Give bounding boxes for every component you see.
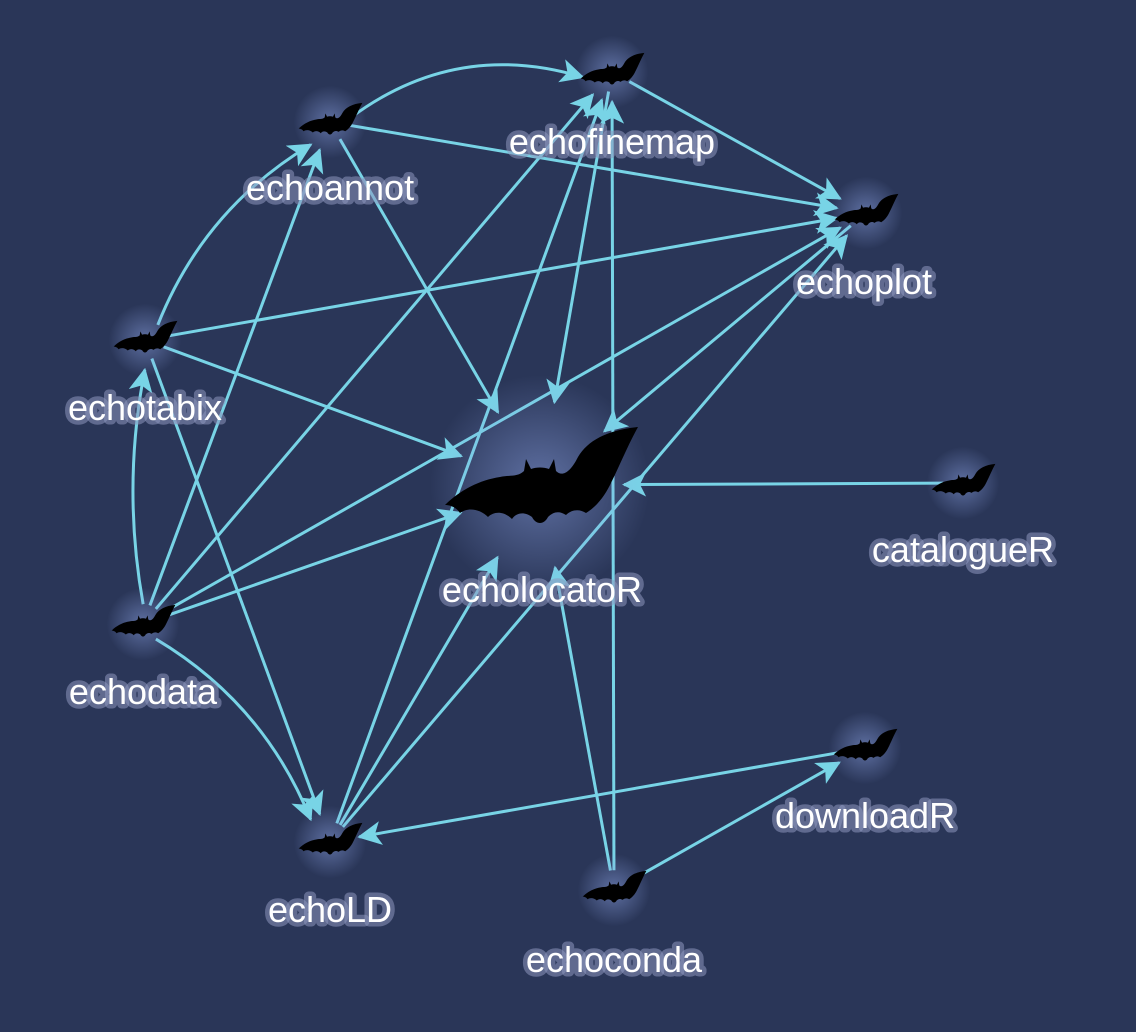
node-label-downloadR: downloadR [775,795,955,836]
node-echoconda[interactable]: echoconda [521,853,708,985]
node-label-echoconda: echoconda [526,939,703,980]
edge-echoannot-to-echofinemap [348,59,585,120]
edge-echoconda-to-echolocatoR [547,565,612,871]
edge-echofinemap-to-echolocatoR [546,91,611,405]
node-label-echotabix: echotabix [68,387,222,428]
node-echolocatoR[interactable]: echolocatoR [430,375,650,615]
edge-echodata-to-echoLD [155,637,314,822]
edge-echodata-to-echotabix [128,367,153,605]
node-echoannot[interactable]: echoannot [241,85,419,213]
node-label-echoannot: echoannot [246,167,414,208]
nodes-layer: echolocatoR echoannot echofinemap echoplot e… [63,35,1059,985]
edge-echoconda-to-downloadR [630,761,841,882]
node-echoLD[interactable]: echoLD [263,805,397,935]
node-label-echodata: echodata [69,671,218,712]
edge-downloadR-to-echoLD [357,749,846,845]
edge-echodata-to-echoannot [148,147,324,606]
node-label-echoplot: echoplot [796,261,932,302]
edge-catalogueR-to-echolocatoR [621,472,944,497]
edge-echotabix-to-echolocatoR [163,345,464,460]
edge-echoLD-to-echolocatoR [338,555,499,826]
node-label-catalogueR: catalogueR [872,529,1054,570]
node-downloadR[interactable]: downloadR [770,711,960,841]
edge-echodata-to-echofinemap [154,93,595,610]
edge-echotabix-to-echoannot [156,143,313,326]
edge-echoannot-to-echoplot [349,123,839,217]
node-label-echofinemap: echofinemap [509,121,715,162]
node-echodata[interactable]: echodata [64,587,223,717]
node-label-echolocatoR: echolocatoR [442,569,642,610]
edge-echoplot-to-echolocatoR [602,224,852,433]
edge-echodata-to-echolocatoR [161,508,463,619]
edge-echotabix-to-echoplot [164,210,839,339]
node-catalogueR[interactable]: catalogueR [867,446,1059,575]
edge-echoannot-to-echolocatoR [338,138,500,415]
node-echofinemap[interactable]: echofinemap [504,35,720,167]
edge-echotabix-to-echoLD [150,358,324,817]
node-echoplot[interactable]: echoplot [791,176,937,307]
edge-echofinemap-to-echoplot [628,80,842,200]
node-label-echoLD: echoLD [268,889,392,930]
node-echotabix[interactable]: echotabix [63,303,227,433]
